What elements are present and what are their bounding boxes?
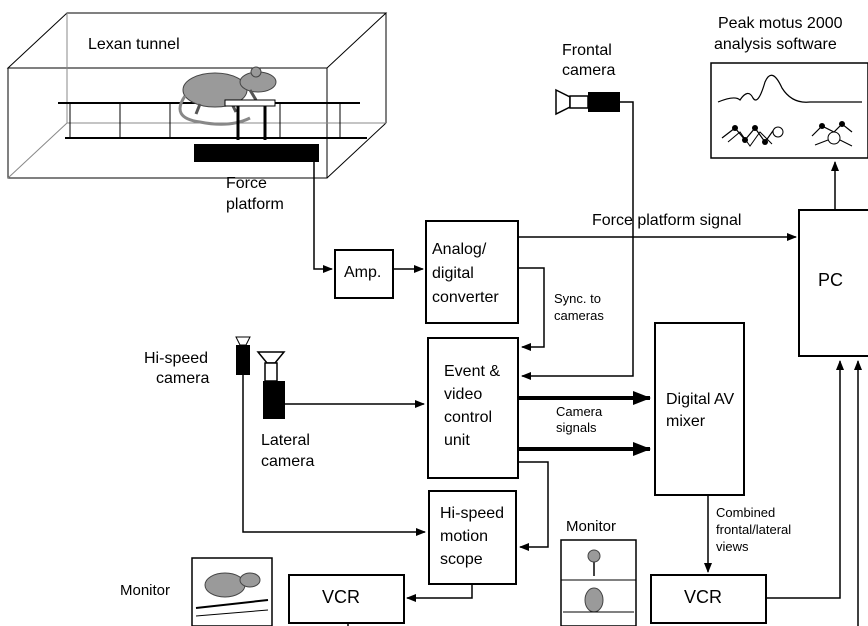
- force-to-amp-arrow: [313, 162, 333, 273]
- event-to-scope-arrow: [518, 461, 549, 551]
- scope-label-line2: motion: [440, 528, 489, 545]
- adc-label-line3: converter: [432, 289, 499, 306]
- analysis-screen: [710, 62, 868, 159]
- hispeed-camera-icon: [235, 336, 251, 375]
- lateral-camera-label-line1: Lateral: [261, 432, 310, 449]
- event-label-line4: unit: [444, 432, 470, 449]
- hispeed-camera-to-scope-arrow: [242, 375, 426, 536]
- mixer-label-line1: Digital AV: [666, 391, 735, 408]
- event-label-line3: control: [444, 409, 493, 426]
- vcr-left-box: [288, 574, 405, 624]
- force-plate-top: [224, 99, 276, 107]
- event-label-line2: video: [444, 386, 483, 403]
- adc-label-line1: Analog/: [432, 241, 487, 258]
- digital-av-mixer-box: [654, 322, 745, 496]
- frontal-camera-to-event-arrow: [521, 101, 634, 380]
- event-video-control-box: [427, 337, 519, 479]
- force-platform-label-line2: platform: [226, 196, 284, 213]
- sync-label-line1: Sync. to: [554, 291, 601, 306]
- tunnel-track: [58, 102, 367, 139]
- adc-label-line2: digital: [432, 265, 474, 282]
- pc-box: [798, 209, 868, 357]
- scope-to-vcr-arrow: [406, 584, 473, 602]
- scope-label-line3: scope: [440, 551, 483, 568]
- combined-label-line1: Combined: [716, 505, 776, 520]
- vcr-right-label: VCR: [684, 587, 723, 607]
- frontal-camera-label-line1: Frontal: [562, 42, 612, 59]
- hispeed-camera-label-line1: Hi-speed: [144, 350, 209, 367]
- mixer-label-line2: mixer: [666, 413, 706, 430]
- vcr-right-box: [650, 574, 767, 624]
- vcr-to-pc-arrow: [766, 360, 844, 599]
- frontal-camera-label-line2: camera: [562, 62, 616, 79]
- event-label-line1: Event &: [444, 363, 501, 380]
- lexan-tunnel-label: Lexan tunnel: [88, 36, 180, 53]
- frontal-camera-icon: [555, 88, 620, 116]
- amp-box: [334, 249, 394, 299]
- camera-signals-label-line1: Camera: [556, 404, 603, 419]
- peak-motus-label-line2: analysis software: [714, 36, 837, 53]
- adc-box: [425, 220, 519, 324]
- sync-arrow: [518, 267, 545, 351]
- monitor-right-label: Monitor: [566, 518, 617, 535]
- monitor-right-icon: [560, 539, 637, 626]
- combined-label-line2: frontal/lateral: [716, 522, 792, 537]
- force-signal-label: Force platform signal: [592, 212, 742, 229]
- peak-motus-label-line1: Peak motus 2000: [718, 15, 843, 32]
- monitor-left-icon: [191, 557, 273, 626]
- combined-label-line3: views: [716, 539, 749, 554]
- opossum-figure: [178, 66, 277, 126]
- force-platform-label-line1: Force: [226, 175, 267, 192]
- hispeed-scope-box: [428, 490, 517, 585]
- lateral-camera-label-line2: camera: [261, 453, 315, 470]
- camera-signals-label-line2: signals: [556, 420, 597, 435]
- monitor-left-label: Monitor: [120, 582, 171, 599]
- vcr-left-label: VCR: [322, 587, 361, 607]
- scope-label-line1: Hi-speed: [440, 505, 505, 522]
- hispeed-camera-label-line2: camera: [156, 370, 210, 387]
- pc-label: PC: [818, 270, 844, 290]
- force-platform-block: [194, 144, 319, 162]
- lateral-camera-icon: [256, 351, 286, 419]
- amp-label: Amp.: [344, 264, 382, 281]
- sync-label-line2: cameras: [554, 308, 604, 323]
